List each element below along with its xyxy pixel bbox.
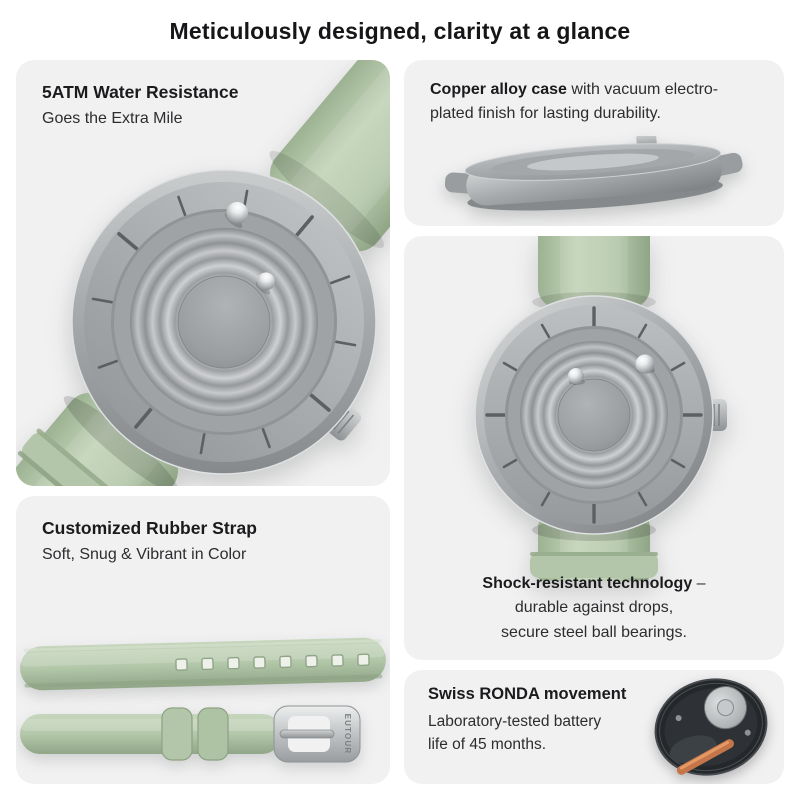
steel-ball-minute bbox=[635, 354, 655, 374]
watch-side-image bbox=[444, 136, 743, 211]
watch-front-image bbox=[474, 236, 727, 581]
hour-ticks bbox=[91, 189, 357, 455]
watch-angled-image bbox=[16, 60, 390, 486]
strap-holes bbox=[175, 653, 370, 671]
movement-image bbox=[654, 678, 768, 776]
shock-line1: Shock-resistant technology – bbox=[404, 572, 784, 597]
steel-ball-minute bbox=[226, 201, 249, 224]
watch-crown bbox=[327, 405, 362, 441]
watch-strap bbox=[16, 60, 390, 486]
copper-case-line1: Copper alloy case with vacuum electro- bbox=[430, 78, 766, 102]
shock-text: Shock-resistant technology – durable aga… bbox=[404, 572, 784, 646]
rubber-strap-heading: Customized Rubber Strap bbox=[42, 518, 257, 538]
water-resistance-heading: 5ATM Water Resistance bbox=[42, 82, 239, 102]
page-title: Meticulously designed, clarity at a glan… bbox=[169, 18, 631, 44]
copper-case-lead: Copper alloy case bbox=[430, 81, 567, 98]
hour-ticks bbox=[485, 306, 703, 524]
card-movement: Swiss RONDA movement Laboratory-tested b… bbox=[404, 670, 784, 784]
shock-line2: durable against drops, bbox=[514, 599, 674, 617]
card-rubber-strap: Customized Rubber Strap Soft, Snug & Vib… bbox=[16, 496, 390, 784]
watch-case bbox=[474, 295, 714, 535]
card-copper-case: Copper alloy case with vacuum electro- p… bbox=[404, 60, 784, 226]
copper-case-text: Copper alloy case with vacuum electro- p… bbox=[430, 78, 766, 126]
strap-tail-piece bbox=[19, 637, 386, 691]
movement-body: Laboratory-tested battery life of 45 mon… bbox=[428, 710, 626, 757]
shock-line1-tail: – bbox=[692, 574, 706, 592]
movement-text: Swiss RONDA movement Laboratory-tested b… bbox=[428, 685, 626, 757]
copper-case-line2: plated finish for lasting durability. bbox=[430, 105, 661, 122]
card-water-resistance: 5ATM Water Resistance Goes the Extra Mil… bbox=[16, 60, 390, 486]
shock-line3: secure steel ball bearings. bbox=[501, 624, 687, 642]
shock-lead: Shock-resistant technology bbox=[482, 574, 693, 592]
card-shock-resistant: Shock-resistant technology – durable aga… bbox=[404, 236, 784, 660]
copper-case-line1-tail: with vacuum electro- bbox=[566, 81, 719, 98]
rubber-strap-subheading: Soft, Snug & Vibrant in Color bbox=[42, 546, 247, 563]
strap-image: EUTOUR bbox=[19, 637, 386, 763]
water-resistance-subheading: Goes the Extra Mile bbox=[42, 110, 183, 127]
water-resistance-text: 5ATM Water Resistance Goes the Extra Mil… bbox=[42, 82, 238, 128]
buckle: EUTOUR bbox=[273, 705, 361, 763]
watch-case bbox=[71, 169, 377, 475]
movement-line2: life of 45 months. bbox=[428, 736, 547, 754]
steel-ball-hour bbox=[568, 368, 584, 384]
movement-heading: Swiss RONDA movement bbox=[428, 685, 627, 703]
movement-line1: Laboratory-tested battery bbox=[428, 713, 602, 730]
rubber-strap-text: Customized Rubber Strap Soft, Snug & Vib… bbox=[42, 518, 257, 564]
strap-buckle-piece: EUTOUR bbox=[20, 705, 361, 763]
buckle-engraving: EUTOUR bbox=[343, 714, 352, 755]
steel-ball-hour bbox=[256, 272, 275, 291]
